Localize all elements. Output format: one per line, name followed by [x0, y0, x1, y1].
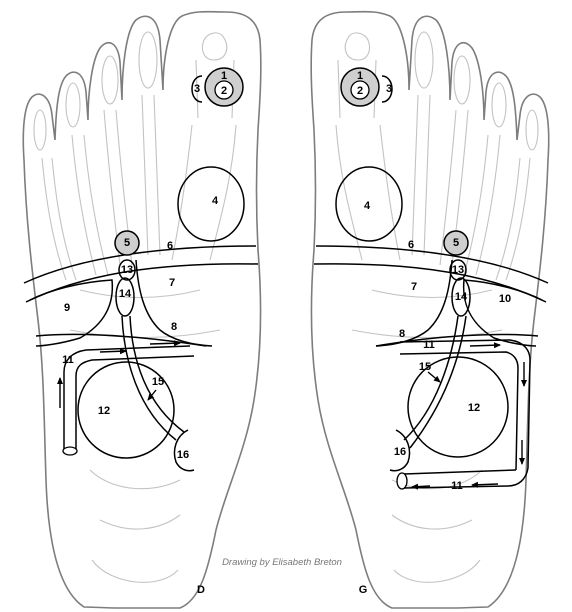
right-foot: 1 2 3 4 6 9 7 8 5 13 14 11: [23, 12, 261, 608]
left-foot: 1 2 3 4 6 10 7 8 5 13 14: [311, 12, 549, 608]
left-zone-11-arrow-left-a: [472, 484, 498, 485]
left-zone-14-label: 14: [455, 291, 468, 303]
right-zone-7-label: 7: [169, 277, 175, 289]
right-zone-13-label: 13: [121, 264, 133, 276]
left-zone-10-label: 10: [499, 293, 511, 305]
right-zone-4-label: 4: [212, 195, 219, 207]
left-zone-4-label: 4: [364, 200, 371, 212]
left-zone-15-label: 15: [419, 361, 431, 373]
left-zone-7-label: 7: [411, 281, 417, 293]
right-zone-2-label: 2: [221, 85, 227, 97]
right-zone-6-label: 6: [167, 240, 173, 252]
drawing-credit: Drawing by Elisabeth Breton: [222, 557, 342, 568]
left-zone-6-label: 6: [408, 239, 414, 251]
left-zone-11-arrow-left-b: [412, 486, 430, 487]
right-zone-11-arrow-right-a: [100, 351, 126, 352]
right-zone-1-label: 1: [221, 70, 227, 82]
left-zone-5-label: 5: [453, 237, 459, 249]
left-zone-12-label: 12: [468, 402, 480, 414]
right-zone-12-label: 12: [98, 405, 110, 417]
right-zone-9-label: 9: [64, 302, 70, 314]
right-foot-side-label: D: [197, 584, 205, 596]
right-zone-14-label: 14: [119, 288, 132, 300]
left-zone-16-label: 16: [394, 446, 406, 458]
left-foot-side-label: G: [359, 584, 368, 596]
right-zone-11-arrow-right-b: [150, 343, 180, 344]
right-zone-8-label: 8: [171, 321, 177, 333]
left-zone-2-label: 2: [357, 85, 363, 97]
left-zone-11-label-top: 11: [423, 339, 435, 351]
right-zone-3-label: 3: [194, 83, 200, 95]
left-zone-11-arrow-right: [470, 345, 500, 346]
left-zone-11-tube-end: [397, 473, 407, 489]
left-zone-11-label-bottom: 11: [451, 480, 463, 492]
right-zone-5-label: 5: [124, 237, 130, 249]
right-zone-11-label: 11: [62, 354, 74, 366]
left-zone-3-label: 3: [386, 83, 392, 95]
left-zone-13-label: 13: [452, 264, 464, 276]
right-zone-11-tube-end: [63, 447, 77, 455]
left-zone-1-label: 1: [357, 70, 363, 82]
right-zone-15-label: 15: [152, 376, 164, 388]
left-zone-8-label: 8: [399, 328, 405, 340]
right-zone-16-label: 16: [177, 449, 189, 461]
